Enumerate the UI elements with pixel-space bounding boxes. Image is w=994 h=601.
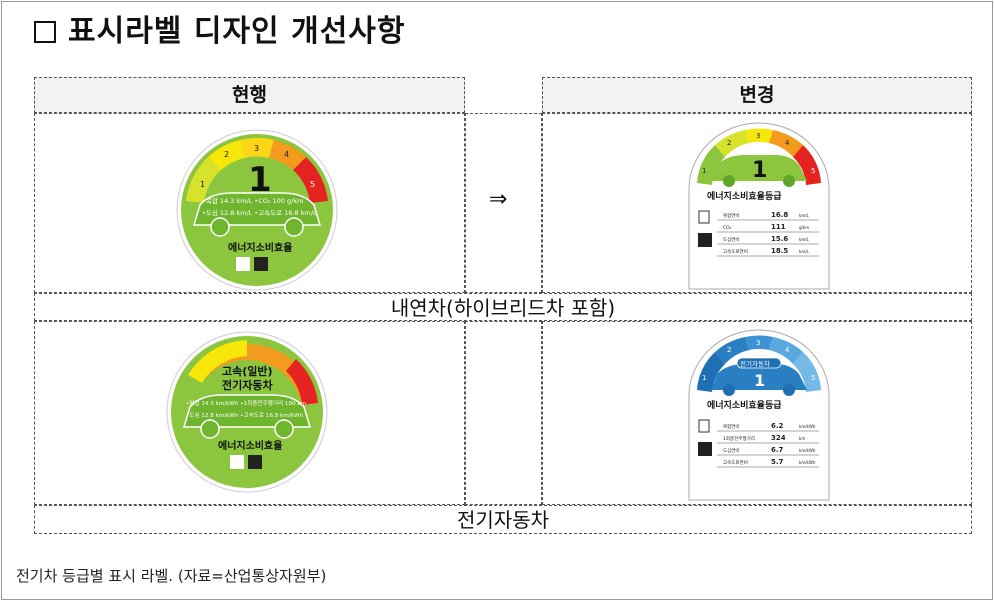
header-changed: 변경 [542, 77, 972, 113]
cell-new-ice [542, 113, 972, 293]
label-title: 에너지소비효율 [218, 439, 282, 452]
efficiency-line-1: •복합 14.3 km/L •CO₂ 100 g/km [202, 196, 303, 205]
spec-label: 고속도로연비 [723, 248, 748, 255]
scale-2: 2 [727, 139, 731, 147]
kc-mark-icon [236, 257, 250, 271]
scale-1: 1 [702, 374, 706, 382]
efficiency-line-2: •도심 12.8 km/L •고속도로 16.8 km/L [202, 208, 317, 217]
spec-unit: km [799, 436, 805, 441]
scale-4: 4 [785, 139, 790, 147]
spec-value: 18.5 [771, 247, 788, 255]
old-ev-label: 고속(일반) 전기자동차 •복합 14.3 km/kWh •1회충전주행거리 1… [166, 331, 328, 493]
wheel-icon [274, 419, 294, 439]
page-title: 표시라벨 디자인 개선사항 [34, 6, 406, 50]
new-ice-label: 1 2 3 4 5 1 에너지소비효율등급 복합연비 16.8 km/L CO₂ 111… [688, 122, 830, 290]
car-silhouette-icon [711, 155, 807, 181]
old-ice-label: 1 2 3 4 5 1 •복합 14.3 km/L •CO₂ 100 g/km … [176, 129, 338, 291]
spec-label: 1회충전주행거리 [723, 435, 755, 442]
new-ev-label: 1 2 3 4 5 전기자동차 1 에너지소비효율등급 복합연비 6.2 km/kW… [688, 329, 830, 501]
grade-number: 1 [754, 371, 765, 390]
spec-value: 6.7 [771, 446, 784, 454]
grade-number: 1 [752, 158, 767, 183]
scale-1: 1 [200, 180, 205, 189]
spec-value: 5.7 [771, 458, 784, 466]
spec-value: 111 [771, 223, 786, 231]
wheel-icon [200, 419, 220, 439]
efficiency-line-1: •복합 14.3 km/kWh •1회충전주행거리 100 km [186, 399, 306, 407]
wheel-icon [284, 217, 304, 237]
comparison-table: 현행 변경 내연차(하이브리드차 포함) 전기자동차 ⇒ [34, 77, 972, 534]
cell-empty [465, 321, 542, 505]
spec-label: 도심연비 [723, 236, 740, 243]
spec-unit: km/kWh [799, 448, 816, 453]
vehicle-type-2: 전기자동차 [222, 378, 273, 392]
qr-code-icon [698, 233, 712, 247]
header-current: 현행 [34, 77, 465, 113]
scale-3: 3 [254, 144, 259, 153]
wheel-icon [210, 217, 230, 237]
kc-mark-icon [230, 455, 244, 469]
kc-mark-icon [698, 419, 710, 433]
row-label-ev: 전기자동차 [34, 505, 972, 534]
spec-unit: km/kWh [799, 424, 816, 429]
spec-value: 324 [771, 434, 786, 442]
cell-old-ice [34, 113, 465, 293]
scale-5: 5 [310, 180, 315, 189]
cell-arrow [465, 113, 542, 293]
cell-new-ev [542, 321, 972, 505]
grade-number: 1 [248, 160, 272, 200]
wheel-icon [723, 175, 735, 187]
car-silhouette-icon [182, 394, 312, 428]
scale-1: 1 [702, 167, 706, 175]
qr-code-icon [698, 442, 712, 456]
spec-unit: km/L [799, 213, 810, 218]
wheel-icon [783, 384, 795, 396]
scale-5: 5 [811, 374, 815, 382]
checkbox-square-icon [34, 21, 56, 43]
scale-4: 4 [785, 346, 790, 354]
wheel-icon [783, 175, 795, 187]
scale-3: 3 [756, 132, 760, 140]
arrow-icon: ⇒ [489, 187, 508, 212]
label-title: 에너지소비효율 [228, 241, 292, 254]
spec-unit: km/kWh [799, 460, 816, 465]
spec-unit: km/L [799, 237, 810, 242]
car-silhouette-icon [192, 192, 322, 226]
spec-label: 도심연비 [723, 447, 740, 454]
label-title: 에너지소비효율등급 [707, 190, 782, 202]
wheel-icon [723, 384, 735, 396]
row-label-ice: 내연차(하이브리드차 포함) [34, 293, 972, 321]
scale-4: 4 [284, 150, 289, 159]
spec-value: 16.8 [771, 211, 788, 219]
scale-5: 5 [811, 167, 815, 175]
spec-label: 고속도로연비 [723, 459, 748, 466]
qr-code-icon [254, 257, 268, 271]
car-silhouette-icon [711, 364, 807, 390]
figure-caption: 전기차 등급별 표시 라벨. (자료=산업통상자원부) [16, 567, 327, 585]
cell-old-ev [34, 321, 465, 505]
ev-badge-text: 전기자동차 [740, 359, 770, 368]
spec-value: 15.6 [771, 235, 788, 243]
kc-mark-icon [698, 210, 710, 224]
spec-label: 복합연비 [723, 423, 740, 430]
spec-label: 복합연비 [723, 212, 740, 219]
ev-badge [736, 357, 782, 369]
efficiency-line-2: •도심 12.8 km/kWh •고속도로 16.8 km/kWh [186, 411, 304, 419]
spec-label: CO₂ [723, 225, 732, 231]
spec-unit: km/L [799, 249, 810, 254]
scale-2: 2 [224, 150, 229, 159]
vehicle-type-1: 고속(일반) [222, 364, 273, 378]
scale-2: 2 [727, 346, 731, 354]
scale-3: 3 [756, 339, 760, 347]
spec-value: 6.2 [771, 422, 784, 430]
qr-code-icon [248, 455, 262, 469]
spec-unit: g/km [799, 225, 809, 230]
label-title: 에너지소비효율등급 [707, 399, 782, 411]
